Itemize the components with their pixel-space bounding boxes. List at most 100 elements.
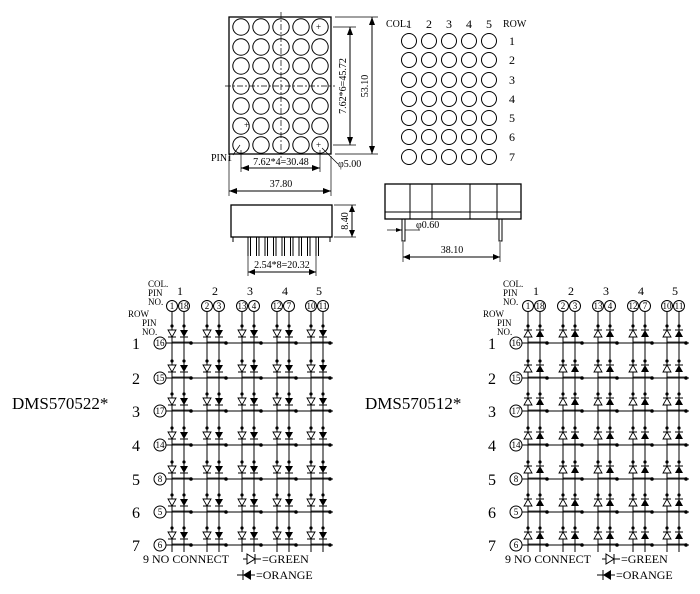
led-cell bbox=[558, 324, 582, 343]
arrowhead bbox=[396, 228, 402, 232]
led-cell bbox=[662, 526, 686, 545]
green-led-diode-icon bbox=[593, 431, 603, 440]
column-number: 2 bbox=[568, 284, 574, 298]
led-cell bbox=[593, 392, 617, 411]
led-cell bbox=[558, 493, 582, 512]
row-number-label: 3 bbox=[509, 73, 515, 87]
led-cell bbox=[662, 359, 686, 378]
led-position-circle bbox=[461, 91, 477, 107]
column-pin-number: 18 bbox=[536, 301, 546, 311]
arrowhead bbox=[347, 27, 353, 35]
led-cell bbox=[237, 359, 261, 378]
front-led-circle bbox=[292, 97, 310, 115]
led-cell bbox=[202, 324, 226, 343]
row-number: 4 bbox=[488, 438, 496, 455]
row-pin-number: 16 bbox=[512, 338, 522, 348]
orange-led-diode-icon bbox=[675, 466, 683, 473]
led-position-circle bbox=[421, 52, 437, 68]
green-led-diode-icon bbox=[202, 364, 212, 373]
green-led-diode-icon bbox=[523, 465, 533, 474]
green-led-diode-icon bbox=[558, 329, 568, 338]
junction-dot bbox=[217, 526, 221, 530]
orange-led-diode-icon bbox=[641, 466, 649, 473]
led-cell bbox=[306, 392, 330, 411]
orange-led-diode-icon bbox=[285, 432, 293, 439]
col-number-label: 3 bbox=[446, 17, 452, 31]
junction-dot bbox=[596, 526, 600, 530]
green-led-diode-icon bbox=[237, 329, 247, 338]
junction-dot bbox=[677, 526, 681, 530]
led-cell bbox=[628, 324, 652, 343]
junction-dot bbox=[170, 392, 174, 396]
green-led-diode-icon bbox=[237, 531, 247, 540]
junction-dot bbox=[643, 392, 647, 396]
front-led-circle bbox=[311, 18, 329, 36]
junction-dot bbox=[631, 493, 635, 497]
dimension-total-height: 53.10 bbox=[360, 75, 371, 98]
row-number: 7 bbox=[488, 538, 496, 555]
orange-led-diode-icon bbox=[641, 365, 649, 372]
led-cell bbox=[628, 460, 652, 479]
junction-dot bbox=[205, 359, 209, 363]
no-label: NO. bbox=[142, 327, 157, 337]
junction-dot bbox=[287, 460, 291, 464]
green-led-diode-icon bbox=[167, 465, 177, 474]
junction-dot bbox=[252, 493, 256, 497]
front-led-circle bbox=[272, 18, 290, 36]
green-led-diode-icon bbox=[593, 397, 603, 406]
junction-dot bbox=[573, 460, 577, 464]
orange-led-diode-icon bbox=[215, 365, 223, 372]
led-cell bbox=[306, 324, 330, 343]
junction-dot bbox=[252, 359, 256, 363]
orange-led-diode-icon bbox=[571, 499, 579, 506]
row-number: 1 bbox=[132, 336, 140, 353]
orange-led-diode-icon bbox=[675, 532, 683, 539]
green-led-diode-icon bbox=[202, 329, 212, 338]
green-led-diode-icon bbox=[306, 531, 316, 540]
junction-dot bbox=[205, 324, 209, 328]
junction-dot bbox=[561, 493, 565, 497]
front-led-circle bbox=[292, 38, 310, 56]
green-led-diode-icon bbox=[237, 431, 247, 440]
front-led-circle bbox=[311, 57, 329, 75]
orange-led-diode-icon bbox=[180, 398, 188, 405]
junction-dot bbox=[573, 359, 577, 363]
led-cell bbox=[558, 426, 582, 445]
led-position-circle bbox=[441, 91, 457, 107]
column-pin-number: 2 bbox=[561, 301, 566, 311]
led-cell bbox=[202, 426, 226, 445]
led-cell bbox=[523, 460, 547, 479]
orange-led-diode-icon bbox=[641, 398, 649, 405]
orange-led-diode-icon bbox=[180, 432, 188, 439]
junction-dot bbox=[631, 324, 635, 328]
dimension-thickness: 8.40 bbox=[340, 212, 351, 230]
orange-led-diode-icon bbox=[180, 532, 188, 539]
column-pin-number: 3 bbox=[217, 301, 222, 311]
column-pin-number: 1 bbox=[170, 301, 175, 311]
junction-dot bbox=[240, 460, 244, 464]
junction-dot bbox=[321, 493, 325, 497]
column-pin-number: 3 bbox=[573, 301, 578, 311]
led-position-circle bbox=[401, 110, 417, 126]
junction-dot bbox=[252, 324, 256, 328]
led-cell bbox=[558, 526, 582, 545]
junction-dot bbox=[631, 426, 635, 430]
led-position-circle bbox=[441, 52, 457, 68]
end-pin-right bbox=[498, 218, 503, 242]
green-led-diode-icon bbox=[272, 431, 282, 440]
orange-led-diode-icon bbox=[606, 330, 614, 337]
led-cell bbox=[593, 324, 617, 343]
green-led-diode-icon bbox=[202, 465, 212, 474]
orange-led-diode-icon bbox=[285, 466, 293, 473]
green-led-diode-icon bbox=[662, 329, 672, 338]
green-led-diode-icon bbox=[237, 364, 247, 373]
led-position-circle bbox=[401, 149, 417, 165]
arrowhead bbox=[349, 230, 355, 237]
row-number: 3 bbox=[488, 404, 496, 421]
led-cell bbox=[272, 460, 296, 479]
junction-dot bbox=[275, 426, 279, 430]
junction-dot bbox=[321, 359, 325, 363]
